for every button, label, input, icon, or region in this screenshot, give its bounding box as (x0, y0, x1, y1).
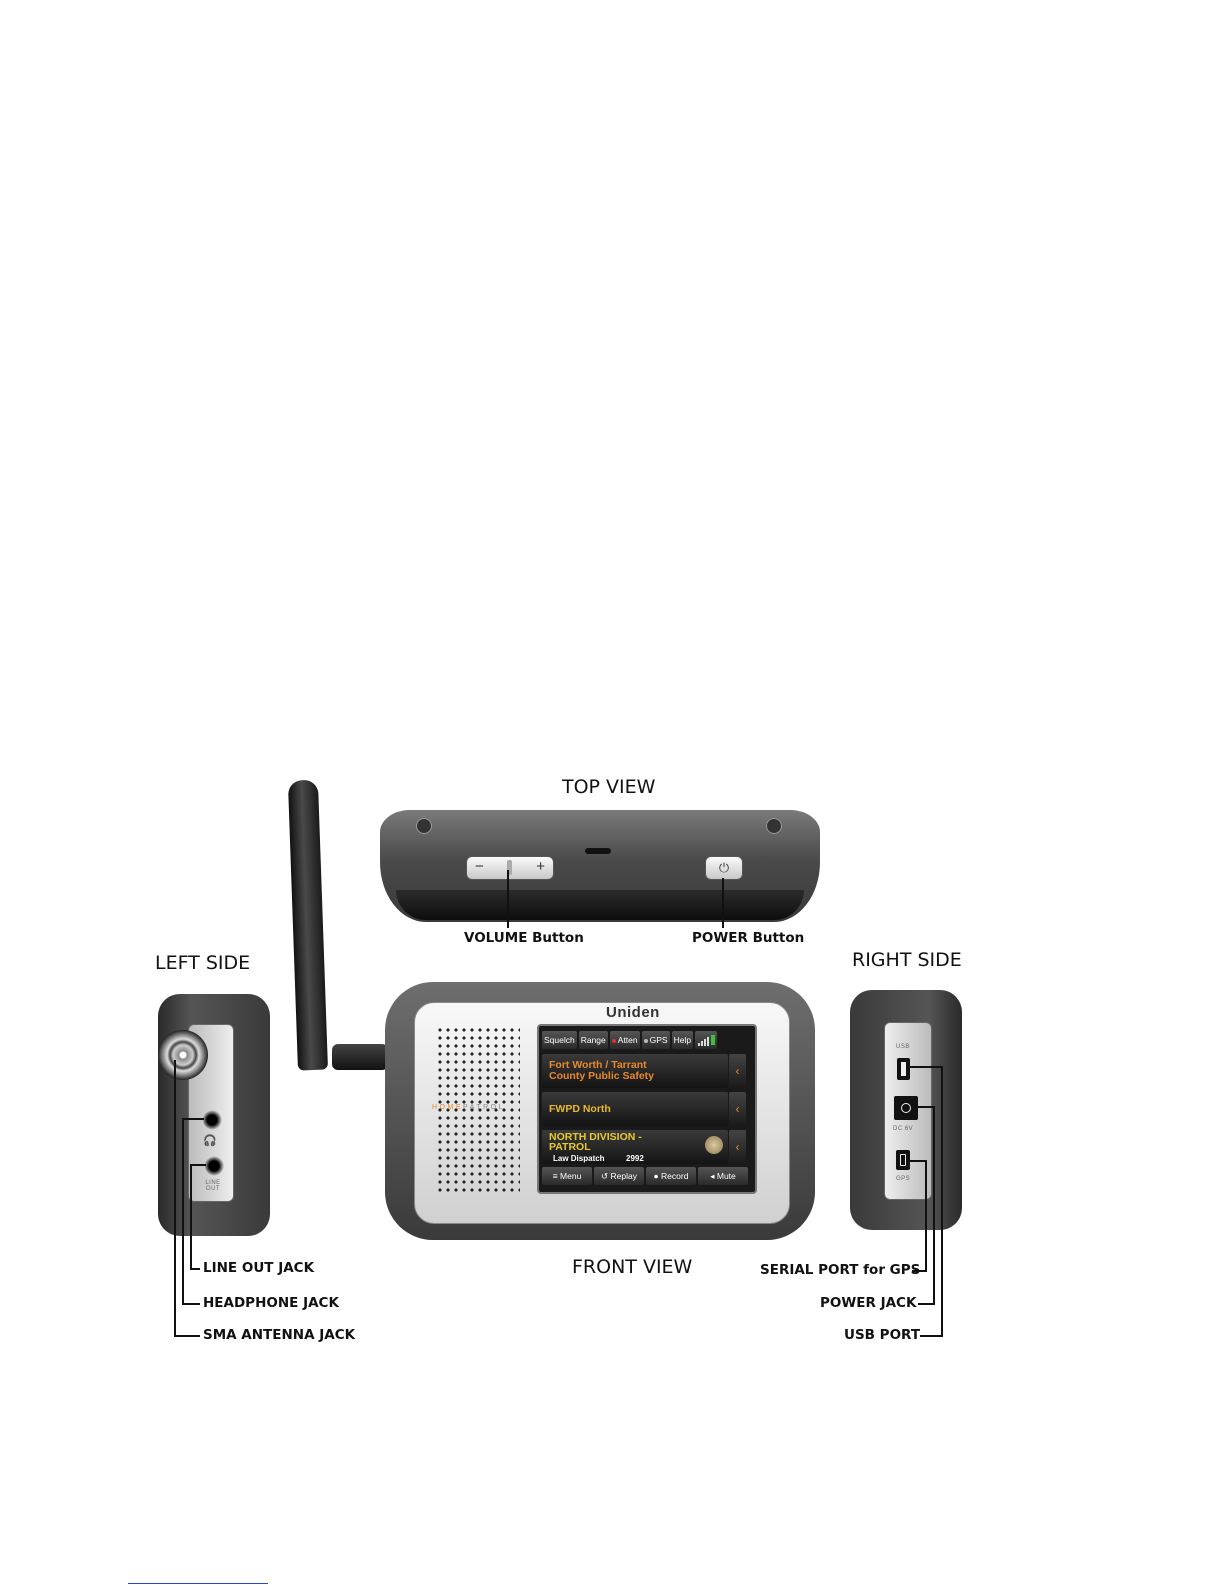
headphone-icon: 🎧 (203, 1135, 218, 1147)
volume-callout-line (507, 870, 509, 928)
power-callout-line (722, 878, 724, 928)
power-jack-label: DC 6V (893, 1126, 914, 1132)
top-slot (585, 848, 611, 854)
left-side-title: LEFT SIDE (155, 952, 251, 974)
screen-bottom-bar: ≡ Menu ↺ Replay ● Record ◂ Mute (542, 1167, 748, 1185)
channel-row-department[interactable]: FWPD North (542, 1092, 728, 1126)
atten-button[interactable]: Atten (609, 1031, 640, 1049)
right-side-title: RIGHT SIDE (852, 949, 962, 971)
mute-button[interactable]: ◂ Mute (698, 1167, 748, 1185)
channel-row-system[interactable]: Fort Worth / Tarrant County Public Safet… (542, 1054, 728, 1088)
usb-port[interactable] (897, 1058, 910, 1080)
channel-name-line1: NORTH DIVISION - (549, 1131, 642, 1143)
serial-callout-line-v (925, 1160, 927, 1271)
power-jack-callout-line-h (918, 1106, 934, 1108)
speaker-grille (436, 1026, 520, 1192)
department-name: FWPD North (549, 1103, 611, 1115)
record-icon: ● (653, 1171, 662, 1181)
headphone-callout-line-v (182, 1118, 184, 1304)
volume-minus-icon: − (475, 858, 484, 875)
volume-rocker (507, 860, 512, 875)
headphone-callout: HEADPHONE JACK (203, 1295, 339, 1311)
menu-button[interactable]: ≡ Menu (542, 1167, 592, 1185)
serial-gps-port[interactable] (896, 1150, 910, 1170)
headphone-callout-line-h (182, 1118, 204, 1120)
power-jack[interactable] (894, 1096, 918, 1120)
front-view-title: FRONT VIEW (572, 1256, 693, 1278)
line-out-callout-tick (190, 1268, 200, 1270)
replay-icon: ↺ (601, 1171, 611, 1181)
channel-service-type: Law Dispatch (553, 1154, 605, 1163)
channel-tgid: 2992 (626, 1154, 644, 1163)
headphone-jack[interactable] (202, 1110, 222, 1130)
channel-row-channel[interactable]: NORTH DIVISION - PATROL Law Dispatch 299… (542, 1130, 728, 1164)
power-jack-callout: POWER JACK (820, 1295, 917, 1311)
usb-callout: USB PORT (844, 1327, 921, 1343)
line-out-callout-line-h (190, 1164, 206, 1166)
top-lip (396, 890, 804, 920)
sma-antenna-jack[interactable] (158, 1030, 208, 1080)
atten-status-icon (611, 1038, 616, 1043)
serial-callout-line-h (910, 1160, 926, 1162)
usb-callout-line-v (941, 1066, 943, 1336)
gps-button[interactable]: GPS (641, 1031, 670, 1049)
usb-callout-line-h (910, 1066, 942, 1068)
volume-callout: VOLUME Button (464, 930, 584, 946)
headphone-callout-tick (182, 1303, 200, 1305)
system-name-line1: Fort Worth / Tarrant (549, 1059, 647, 1071)
model-logo-patrol: PATROL (463, 1104, 505, 1111)
channel-name-line2: PATROL (549, 1141, 591, 1153)
volume-button[interactable]: − + (466, 856, 554, 880)
sma-callout: SMA ANTENNA JACK (203, 1327, 356, 1343)
volume-plus-icon: + (536, 858, 545, 875)
serial-callout: SERIAL PORT for GPS (760, 1262, 921, 1278)
line-out-callout: LINE OUT JACK (203, 1260, 315, 1276)
antenna (287, 779, 328, 1071)
department-expand-icon[interactable]: ‹ (729, 1092, 746, 1126)
record-button[interactable]: ● Record (646, 1167, 696, 1185)
model-logo: HOMEPATROL (432, 1104, 505, 1111)
help-button[interactable]: Help (671, 1031, 694, 1049)
range-button[interactable]: Range (578, 1031, 608, 1049)
antenna-joint (332, 1044, 388, 1070)
gps-label: GPS (896, 1176, 911, 1182)
gps-label: GPS (649, 1035, 668, 1045)
brand-logo: Uniden (606, 1004, 660, 1021)
screen-top-bar: Squelch Range Atten GPS Help (542, 1031, 748, 1049)
footer-link-underline (128, 1583, 268, 1584)
mute-icon: ◂ (710, 1171, 717, 1181)
power-button[interactable]: ⏻ (705, 856, 743, 880)
screw-icon (416, 818, 432, 834)
serial-callout-tick (912, 1270, 927, 1272)
gps-status-icon (643, 1038, 648, 1043)
power-jack-callout-tick (918, 1303, 935, 1305)
model-logo-home: HOME (432, 1104, 463, 1111)
usb-label: USB (896, 1044, 910, 1050)
system-name-line2: County Public Safety (549, 1070, 655, 1082)
signal-battery-icon (695, 1031, 718, 1049)
police-badge-icon (705, 1136, 723, 1154)
usb-callout-tick (920, 1335, 943, 1337)
screw-icon (766, 818, 782, 834)
top-view-title: TOP VIEW (562, 776, 656, 798)
menu-icon: ≡ (552, 1171, 561, 1181)
atten-label: Atten (617, 1035, 638, 1045)
power-callout: POWER Button (692, 930, 805, 946)
touch-screen: Squelch Range Atten GPS Help Fort Worth … (537, 1024, 757, 1194)
power-jack-callout-line-v (933, 1106, 935, 1304)
sma-callout-tick (174, 1335, 200, 1337)
power-icon: ⏻ (718, 860, 730, 875)
squelch-button[interactable]: Squelch (542, 1031, 577, 1049)
system-expand-icon[interactable]: ‹ (729, 1054, 746, 1088)
replay-button[interactable]: ↺ Replay (594, 1167, 644, 1185)
channel-expand-icon[interactable]: ‹ (729, 1130, 746, 1164)
sma-callout-line-v (174, 1060, 176, 1336)
line-out-callout-line-v (190, 1164, 192, 1269)
line-out-jack[interactable] (204, 1156, 224, 1176)
